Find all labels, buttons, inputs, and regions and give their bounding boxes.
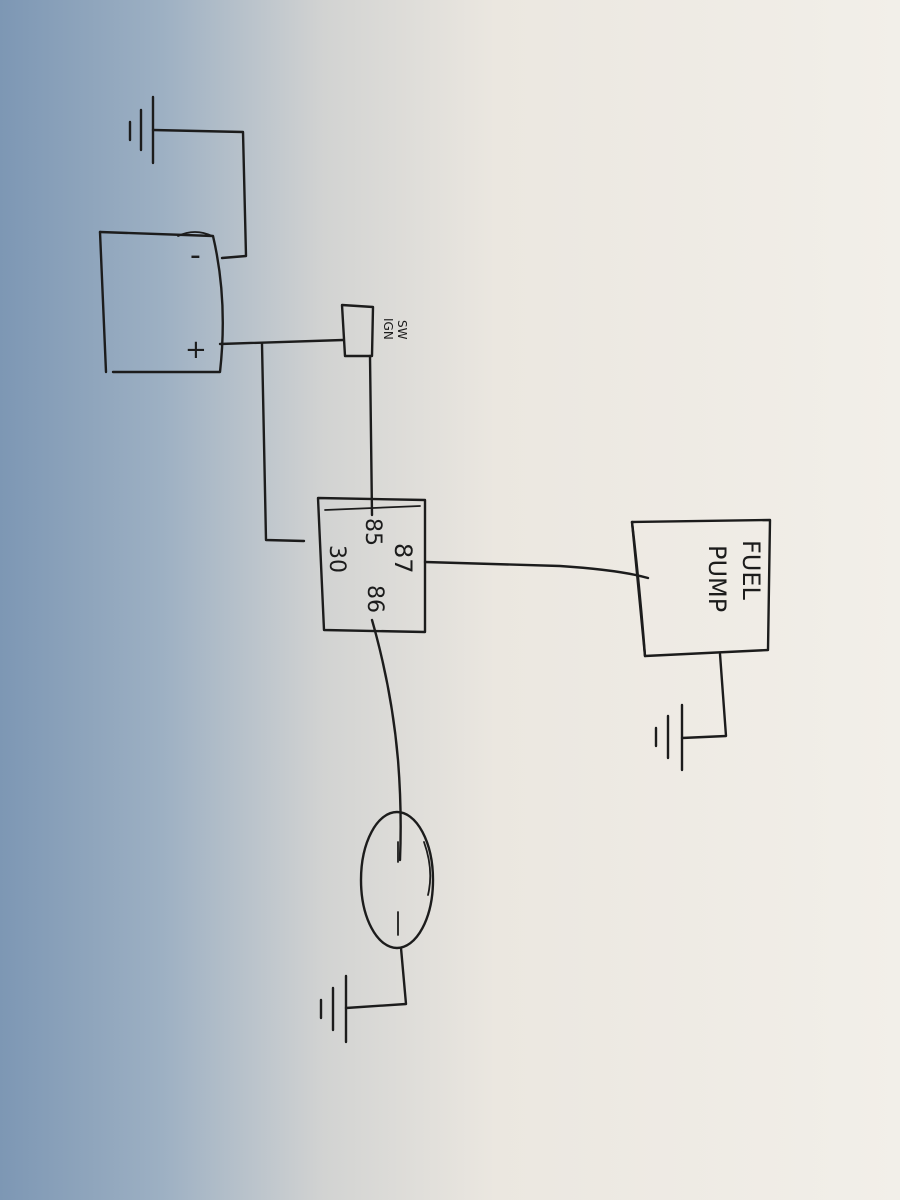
battery-plus-label: + [185, 335, 207, 365]
relay-pin-30: 30 [324, 545, 349, 573]
battery: - + [98, 230, 224, 374]
ground-symbol-bottom [319, 974, 348, 1044]
fuel-pump: FUEL PUMP [630, 518, 772, 658]
ign-switch-label-1: IGN [381, 318, 395, 340]
wire-relay-87-to-pump [423, 560, 650, 580]
ground-symbol-pump [654, 703, 684, 772]
relay-pin-87: 87 [389, 543, 417, 574]
fuel-pump-label-2: PUMP [703, 545, 731, 612]
relay-pin-85: 85 [360, 518, 385, 546]
wire-ground-to-battery-minus [151, 128, 248, 260]
oil-pressure-switch [359, 810, 435, 950]
battery-minus-label: - [190, 238, 201, 273]
wire-pump-to-ground [680, 652, 728, 740]
ign-switch-label-2: SW [395, 320, 409, 340]
relay: 30 85 87 86 [316, 496, 427, 634]
wire-relay-86-to-switch [370, 618, 402, 862]
wire-switch-to-ground [344, 946, 408, 1010]
ignition-switch: IGN SW [340, 303, 409, 358]
wire-to-relay-30 [260, 342, 306, 543]
fuel-pump-label-1: FUEL [737, 540, 765, 601]
relay-pin-86: 86 [362, 585, 387, 613]
wire-switch-to-relay-85 [368, 354, 374, 517]
wire-battery-plus [218, 338, 345, 346]
